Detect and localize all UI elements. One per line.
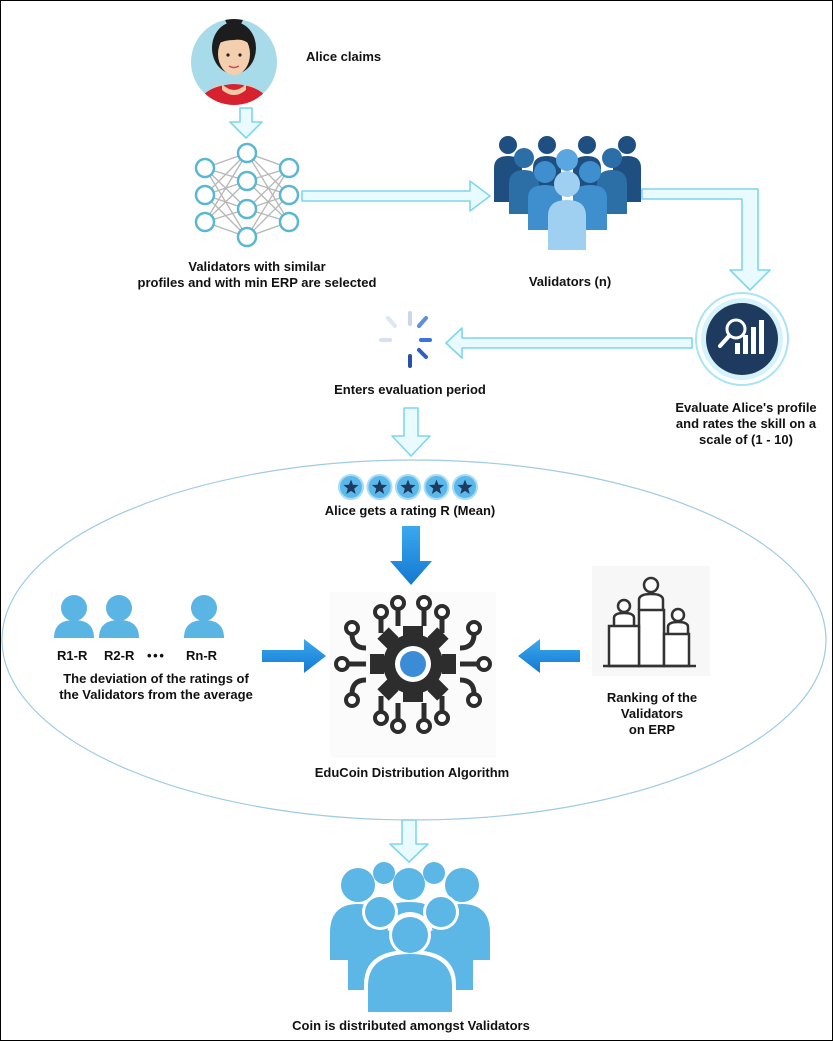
label-dots: • • • xyxy=(147,648,164,663)
label-rating: Alice gets a rating R (Mean) xyxy=(324,503,496,518)
star-icon xyxy=(452,474,478,500)
validators-crowd-icon xyxy=(330,862,490,1012)
label-algorithm: EduCoin Distribution Algorithm xyxy=(314,765,510,780)
label-evaluate-profile: Evaluate Alice's profile and rates the s… xyxy=(675,400,817,447)
arrow-deviation-to-algorithm xyxy=(262,639,326,673)
person-icon xyxy=(184,595,224,638)
person-icon xyxy=(99,595,139,638)
deviation-person-icons xyxy=(54,595,224,638)
label-evaluation-period: Enters evaluation period xyxy=(334,382,486,397)
evaluate-profile-icon xyxy=(695,292,789,386)
label-rn: Rn-R xyxy=(186,648,218,663)
arrow-to-crowd xyxy=(389,819,429,863)
star-icon xyxy=(366,474,393,500)
ranking-podium-icon xyxy=(592,566,710,676)
algorithm-gear-icon xyxy=(330,592,496,758)
arrow-ranking-to-algorithm xyxy=(518,639,580,673)
neural-network-icon xyxy=(194,142,300,248)
label-alice-claims: Alice claims xyxy=(306,49,382,64)
arrow-validators-to-evaluator xyxy=(641,188,771,291)
alice-avatar xyxy=(191,19,277,105)
star-icon xyxy=(338,474,364,500)
star-icon xyxy=(395,474,421,500)
arrow-network-to-validators xyxy=(301,180,491,212)
loading-spinner-icon xyxy=(379,311,432,368)
label-validators-selected: Validators with similar profiles and wit… xyxy=(137,259,377,290)
label-coin-distributed: Coin is distributed amongst Validators xyxy=(292,1018,530,1033)
label-r1: R1-R xyxy=(57,648,88,663)
label-ranking: Ranking of the Validators on ERP xyxy=(606,690,698,737)
arrow-evaluator-to-period xyxy=(445,327,693,359)
rating-stars xyxy=(338,474,478,500)
validators-group-icon xyxy=(494,136,641,250)
arrow-rating-to-algorithm xyxy=(390,526,432,585)
label-r2: R2-R xyxy=(104,648,135,663)
distribution-ellipse xyxy=(1,459,827,821)
arrow-alice-to-network xyxy=(229,107,263,139)
label-deviation: The deviation of the ratings of the Vali… xyxy=(59,671,253,702)
person-icon xyxy=(54,595,94,638)
label-validators-n: Validators (n) xyxy=(528,274,612,289)
star-icon xyxy=(423,474,450,500)
arrow-period-to-rating xyxy=(391,407,431,457)
